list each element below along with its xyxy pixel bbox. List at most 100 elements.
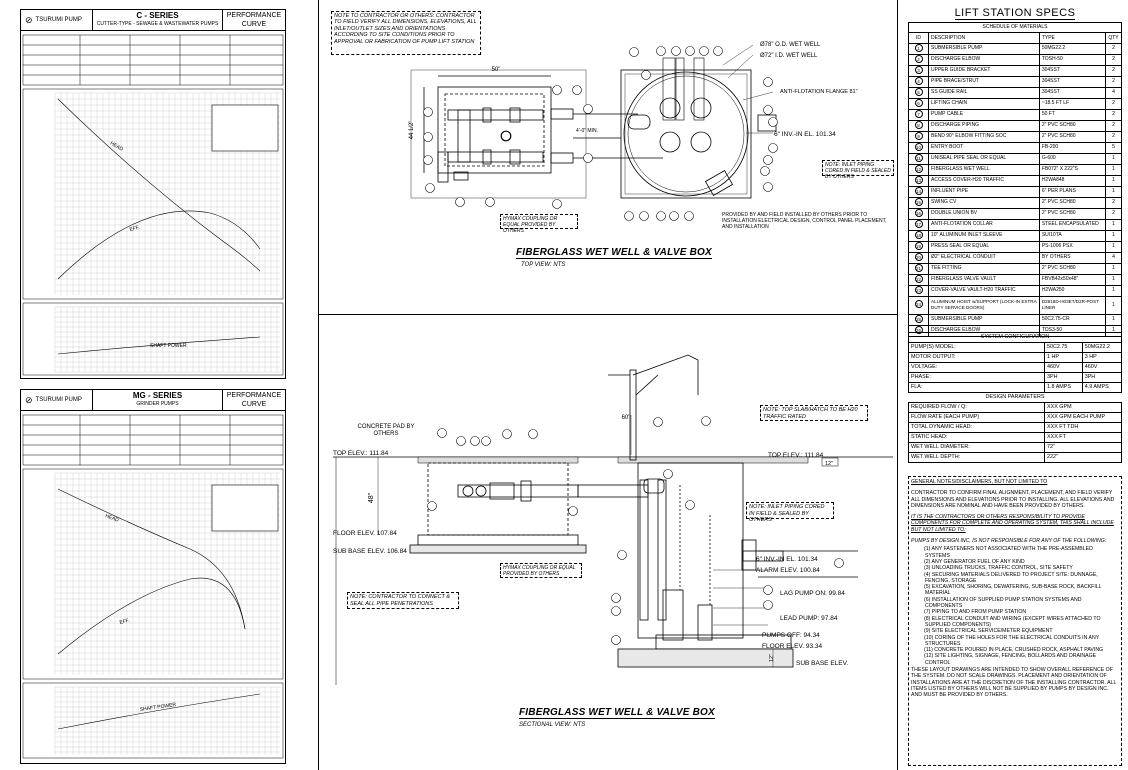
dim-12-bottom: 12"	[769, 654, 775, 662]
design-row: TOTAL DYNAMIC HEAD:XXX FT TDH	[908, 422, 1122, 433]
material-qty: 2	[1105, 196, 1122, 209]
material-desc: BEND 90° ELBOW FITTING SOC	[928, 130, 1040, 143]
material-id: 17	[908, 218, 929, 231]
material-id-balloon: 23	[914, 286, 923, 294]
material-desc: UNISEAL PIPE SEAL OR EQUAL	[928, 152, 1040, 165]
material-id-balloon: 24	[914, 300, 923, 309]
material-id: 6	[908, 97, 929, 110]
perf-line-1: PERFORMANCE	[226, 12, 282, 19]
inlet-note-sec-text: NOTE: INLET PIPING CORED IN FIELD & SEAL…	[749, 504, 825, 523]
section-view-drawing: TOP ELEV.: 111.84 48" FLOOR ELEV. 107.84…	[333, 354, 893, 685]
design-row: WET WELL DEPTH:222"	[908, 452, 1122, 463]
material-qty: 5	[1105, 141, 1122, 154]
material-desc: INFLUENT PIPE	[928, 185, 1040, 198]
material-desc: SS GUIDE RAIL	[928, 86, 1040, 99]
material-qty: 1	[1105, 174, 1122, 187]
pump-curve-graphic: HEAD EFF. SHAFT POWER	[22, 34, 284, 376]
item-callout-balloon	[470, 436, 480, 446]
material-desc: 10" ALUMINUM INLET SLEEVE	[928, 229, 1040, 242]
brand-label: TSURUMI PUMP	[35, 397, 82, 403]
top-elev-right: TOP ELEV.: 111.84	[768, 452, 824, 459]
item-callout-balloon	[699, 46, 709, 56]
system-value-a: 50C2.75	[1044, 342, 1083, 353]
off-label: PUMPS OFF: 94.34	[762, 632, 820, 639]
design-value: XXX GPM	[1044, 402, 1122, 413]
id-label: Ø72" I.D. WET WELL	[760, 53, 818, 59]
inlet-note-text: NOTE: INLET PIPING CORED IN FIELD & SEAL…	[825, 162, 891, 180]
material-id: 16	[908, 207, 929, 220]
material-id-balloon: 4	[914, 77, 923, 85]
material-type: TOSH-50	[1038, 53, 1107, 66]
general-notes: GENERAL NOTES/DISCLAIMERS, BUT NOT LIMIT…	[908, 476, 1122, 766]
material-desc: DOUBLE UNION BV	[928, 207, 1040, 220]
note-item: (3) UNLOADING TRUCKS, TRAFFIC CONTROL, S…	[924, 565, 1073, 572]
item-callout-balloon	[641, 70, 651, 80]
material-id-balloon: 2	[914, 55, 923, 63]
material-qty: 2	[1105, 75, 1122, 88]
material-id-balloon: 19	[914, 242, 923, 250]
note-item: (12) SITE LIGHTING, SIGNAGE, FENCING, BO…	[924, 653, 1097, 666]
perf-line-2: CURVE	[241, 401, 267, 408]
system-label: VOLTAGE:	[908, 362, 1045, 373]
material-qty: 4	[1105, 86, 1122, 99]
material-id-balloon: 12	[914, 165, 923, 173]
material-type: 2" PVC SCH80	[1038, 196, 1107, 209]
item-callout-balloon	[552, 85, 562, 95]
item-callout-balloon	[763, 155, 773, 165]
material-desc: SWING CV	[928, 196, 1040, 209]
material-desc: PIPE BRACE/STRUT	[928, 75, 1040, 88]
item-callout-balloon	[763, 600, 773, 610]
design-label: WET WELL DIAMETER:	[908, 442, 1045, 453]
system-value-b: 3 HP	[1081, 352, 1123, 363]
note-item: (6) INSTALLATION OF SUPPLIED PUMP STATIO…	[924, 596, 1082, 610]
drawing-frame	[318, 0, 898, 770]
dim-min: 4'-0" MIN.	[576, 128, 598, 134]
material-type: 2" PVC SCH80	[1038, 130, 1107, 143]
material-type: 6" PER PLANS	[1038, 185, 1107, 198]
material-type: G-600	[1038, 152, 1107, 165]
brand-label: TSURUMI PUMP	[35, 17, 82, 23]
design-label: TOTAL DYNAMIC HEAD:	[908, 422, 1045, 433]
material-id-balloon: 9	[914, 132, 923, 140]
materials-table: SCHEDULE OF MATERIALS ID DESCRIPTION TYP…	[908, 21, 1122, 337]
notes-p4: THESE LAYOUT DRAWINGS ARE INTENDED TO SH…	[911, 667, 1117, 699]
material-id-balloon: 20	[914, 253, 923, 261]
material-qty: 2	[1105, 207, 1122, 220]
material-id-balloon: 25	[914, 315, 923, 323]
concrete-pad-label: CONCRETE PAD BY OTHERS	[357, 424, 415, 437]
material-id: 3	[908, 64, 929, 77]
material-qty: 1	[1105, 240, 1122, 253]
item-callout-balloon	[423, 132, 433, 142]
material-id: 8	[908, 119, 929, 132]
material-desc: ENTRY BOOT	[928, 141, 1040, 154]
design-title-row: DESIGN PARAMETERS	[908, 392, 1122, 403]
material-id: 24	[908, 295, 929, 315]
material-id: 2	[908, 53, 929, 66]
material-id-balloon: 6	[914, 99, 923, 107]
note-item: (8) ELECTRICAL CONDUIT AND WIRING (EXCEP…	[924, 615, 1101, 628]
material-id: 25	[908, 313, 929, 326]
item-callout-balloon	[701, 416, 711, 426]
item-callout-balloon	[763, 585, 773, 595]
series-subtitle: GRINDER PUMPS	[136, 401, 179, 407]
section-view-subtitle: SECTIONAL VIEW: NTS	[519, 722, 586, 728]
item-callout-balloon	[763, 105, 773, 115]
material-qty: 4	[1105, 251, 1122, 264]
material-qty: 1	[1105, 273, 1122, 286]
item-callout-balloon	[656, 211, 666, 221]
material-id: 4	[908, 75, 929, 88]
material-qty: 2	[1105, 108, 1122, 121]
material-desc: Ø2" ELECTRICAL CONDUIT	[928, 251, 1040, 264]
system-value-a: 1 HP	[1044, 352, 1083, 363]
notes-p3: PUMPS BY DESIGN INC, IS NOT RESPONSIBLE …	[911, 538, 1107, 545]
note-item: (11) CONCRETE POURED IN PLACE, CRUSHED R…	[924, 647, 1104, 654]
material-id: 5	[908, 86, 929, 99]
schedule-title: SCHEDULE OF MATERIALS	[908, 21, 1122, 34]
note-item: (2) ANY GENERATOR FUEL OF ANY KIND	[924, 558, 1025, 565]
